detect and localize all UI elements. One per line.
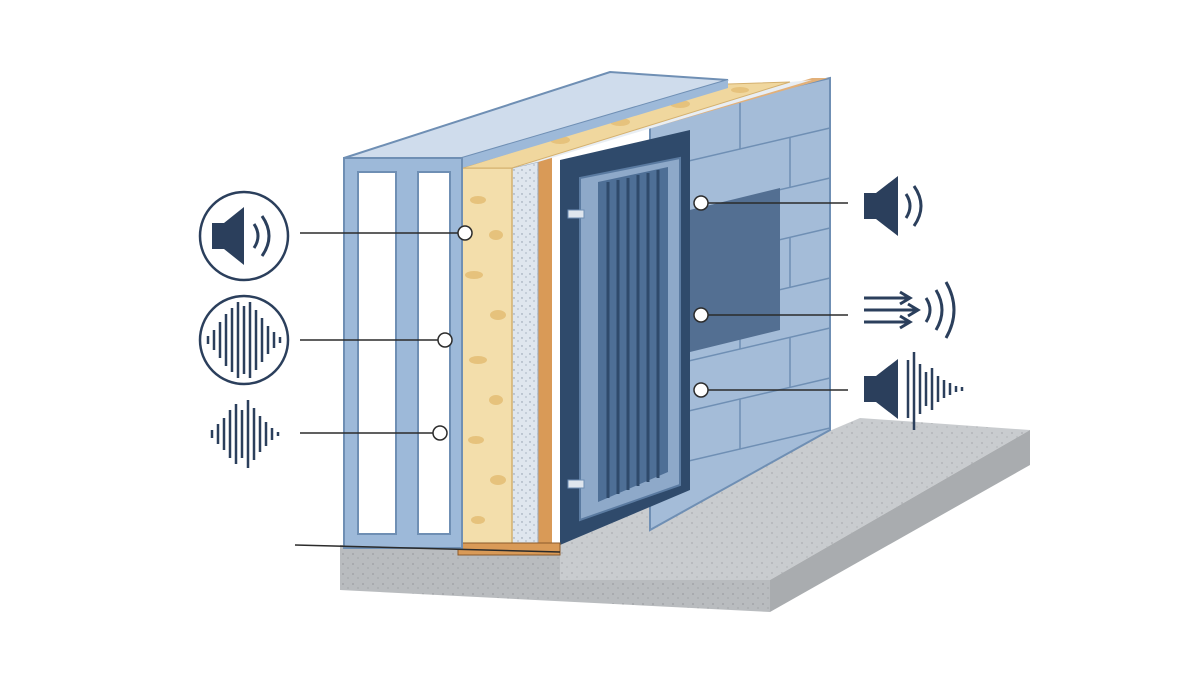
frame-cavity-left [357, 171, 397, 535]
leader-dot-7 [693, 382, 709, 398]
speaker-sound-icon [198, 190, 290, 282]
concrete-slab [340, 418, 1030, 612]
sound-wave-icon [210, 400, 280, 468]
grille-clip-top [567, 209, 585, 219]
slab-front [340, 545, 770, 612]
leader-dots [432, 195, 709, 441]
grille-slats [606, 170, 660, 498]
leader-line-4 [294, 544, 561, 553]
leader-dot-5 [693, 195, 709, 211]
slab-right-side [770, 430, 1030, 612]
airflow-sound-icon [864, 281, 956, 339]
frame-cavity-right [417, 171, 451, 535]
leader-dot-1 [457, 225, 473, 241]
speaker-sound-icon [864, 176, 923, 236]
mineral-wool-insulation [457, 81, 791, 556]
insulation-fibres [465, 87, 749, 524]
orange-membrane [538, 78, 828, 552]
acoustic-grille-panel [567, 156, 681, 522]
leader-dot-6 [693, 307, 709, 323]
leader-dot-2 [437, 332, 453, 348]
frame-top-cap-side [462, 80, 728, 168]
speaker-vibration-icon [864, 352, 964, 430]
wall-window-opening [690, 188, 780, 352]
grille-clip-bottom [567, 479, 585, 489]
leader-lines [294, 202, 848, 553]
slab-top [560, 418, 1030, 580]
leader-dot-3 [432, 425, 448, 441]
sound-wave-icon [198, 294, 290, 386]
